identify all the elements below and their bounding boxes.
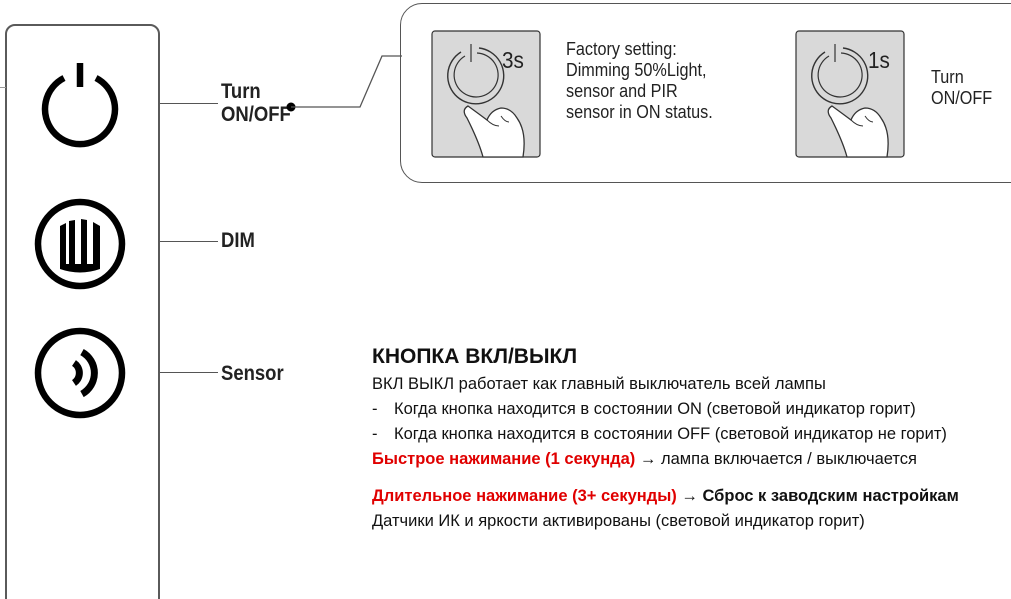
long-press-result: Сброс к заводским настройкам xyxy=(702,487,959,505)
sensor-icon[interactable] xyxy=(30,323,130,423)
press-1s-duration: 1s xyxy=(868,47,890,73)
sensors-line: Датчики ИК и яркости активированы (свето… xyxy=(372,512,865,530)
press-1s-icon xyxy=(795,30,905,158)
dim-label: DIM xyxy=(221,229,255,252)
power-label-line1: Turn xyxy=(221,80,261,103)
callout-box xyxy=(400,3,1011,183)
factory-text-line3: sensor and PIR xyxy=(566,81,678,101)
factory-text-line4: sensor in ON status. xyxy=(566,102,713,122)
long-press-label: Длительное нажимание (3+ секунды) xyxy=(372,487,677,505)
long-press-line: Длительное нажимание (3+ секунды) → Сбро… xyxy=(372,484,1011,509)
bullet-dash: - xyxy=(372,400,378,418)
sensor-connector xyxy=(160,372,218,373)
power-connector xyxy=(160,103,218,104)
arrow-icon: → xyxy=(635,450,661,468)
turn-text-line1: Turn xyxy=(931,67,964,87)
bullet-off-text: Когда кнопка находится в состоянии OFF (… xyxy=(394,425,947,443)
press-3s-icon xyxy=(431,30,541,158)
bullet-on-text: Когда кнопка находится в состоянии ON (с… xyxy=(394,400,916,418)
power-icon[interactable] xyxy=(30,57,130,157)
dim-connector xyxy=(160,241,218,242)
control-panel xyxy=(5,24,160,599)
bullet-on: -Когда кнопка находится в состоянии ON (… xyxy=(372,397,1011,422)
short-press-result: лампа включается / выключается xyxy=(660,450,917,468)
factory-text-line2: Dimming 50%Light, xyxy=(566,60,707,80)
bullet-off: -Когда кнопка находится в состоянии OFF … xyxy=(372,422,1011,447)
callout-leader xyxy=(286,55,402,112)
power-label-line2: ON/OFF xyxy=(221,103,291,126)
short-press-line: Быстрое нажимание (1 секунда) → лампа вк… xyxy=(372,447,1011,472)
dim-icon[interactable] xyxy=(30,194,130,294)
sensor-label: Sensor xyxy=(221,362,284,385)
intro-text: ВКЛ ВЫКЛ работает как главный выключател… xyxy=(372,375,826,393)
spacer xyxy=(372,472,1011,484)
manual-text: КНОПКА ВКЛ/ВЫКЛ ВКЛ ВЫКЛ работает как гл… xyxy=(372,344,1011,599)
turn-text-line2: ON/OFF xyxy=(931,88,993,108)
press-3s-duration: 3s xyxy=(502,47,524,73)
arrow-icon: → xyxy=(676,487,703,505)
section-heading: КНОПКА ВКЛ/ВЫКЛ xyxy=(372,345,578,368)
factory-text-line1: Factory setting: xyxy=(566,39,677,59)
edge-mark xyxy=(0,87,6,88)
bullet-dash: - xyxy=(372,425,378,443)
short-press-label: Быстрое нажимание (1 секунда) xyxy=(372,450,636,468)
